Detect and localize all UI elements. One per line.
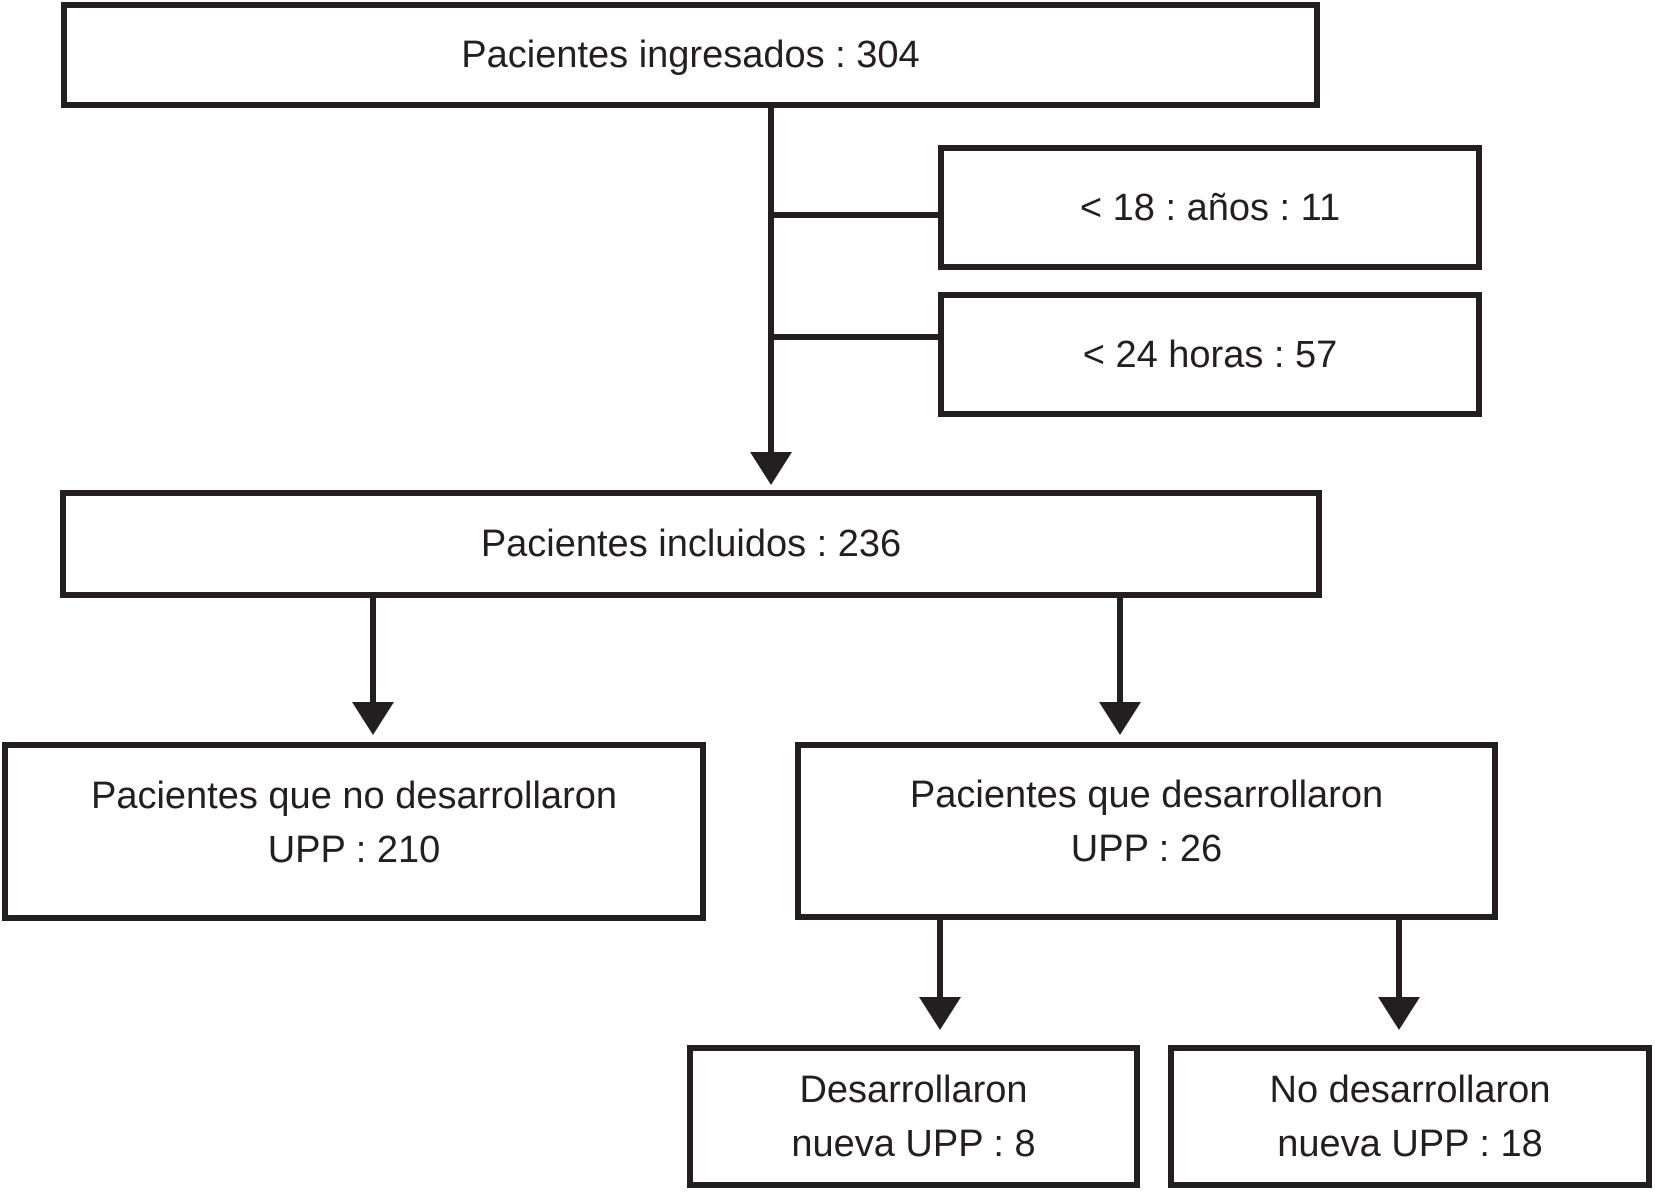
node-label: < 18 : años : 11 — [1079, 186, 1341, 229]
node-label-line-2: nueva UPP : 18 — [1277, 1122, 1543, 1165]
connector-branch-18-line — [771, 212, 938, 218]
connector-upp-line — [1117, 598, 1123, 702]
node-pacientes-incluidos: Pacientes incluidos : 236 — [60, 490, 1322, 598]
node-menos-24-horas: < 24 horas : 57 — [938, 292, 1482, 417]
node-label: Pacientes que no desarrollaron UPP : 210 — [91, 769, 617, 877]
arrow-down-to-upp — [1099, 702, 1141, 735]
node-label-line-2: UPP : 210 — [267, 828, 441, 871]
connector-trunk-line — [768, 108, 774, 452]
connector-no-nueva-upp-line — [1396, 920, 1402, 997]
node-pacientes-ingresados: Pacientes ingresados : 304 — [61, 2, 1320, 108]
node-label: Pacientes que desarrollaron UPP : 26 — [910, 768, 1383, 876]
connector-nueva-upp-line — [937, 920, 943, 997]
arrow-down-to-no-upp — [352, 702, 394, 735]
node-label-line-2: nueva UPP : 8 — [791, 1122, 1036, 1165]
connector-branch-24-line — [771, 334, 938, 340]
arrow-down-to-incluidos — [750, 452, 792, 485]
node-label: Desarrollaron nueva UPP : 8 — [791, 1063, 1035, 1171]
node-menores-18-anos: < 18 : años : 11 — [938, 145, 1482, 270]
node-label: < 24 horas : 57 — [1082, 333, 1338, 376]
node-label-line-1: Pacientes que desarrollaron — [909, 774, 1384, 816]
node-label-line-1: No desarrollaron — [1269, 1068, 1551, 1111]
arrow-down-to-nueva-upp — [919, 997, 961, 1030]
node-label-line-2: UPP : 26 — [1070, 828, 1223, 870]
node-label: Pacientes ingresados : 304 — [461, 34, 920, 76]
node-no-desarrollaron-upp: Pacientes que no desarrollaron UPP : 210 — [2, 742, 706, 921]
node-label: Pacientes incluidos : 236 — [480, 523, 902, 565]
node-label-line-1: Pacientes que no desarrollaron — [90, 774, 617, 817]
node-desarrollaron-upp: Pacientes que desarrollaron UPP : 26 — [795, 742, 1498, 920]
node-label-line-1: Desarrollaron — [799, 1068, 1028, 1111]
node-no-desarrollaron-nueva-upp: No desarrollaron nueva UPP : 18 — [1168, 1045, 1652, 1188]
arrow-down-to-no-nueva-upp — [1378, 997, 1420, 1030]
node-desarrollaron-nueva-upp: Desarrollaron nueva UPP : 8 — [687, 1045, 1140, 1188]
node-label: No desarrollaron nueva UPP : 18 — [1270, 1063, 1551, 1171]
connector-no-upp-line — [370, 598, 376, 702]
